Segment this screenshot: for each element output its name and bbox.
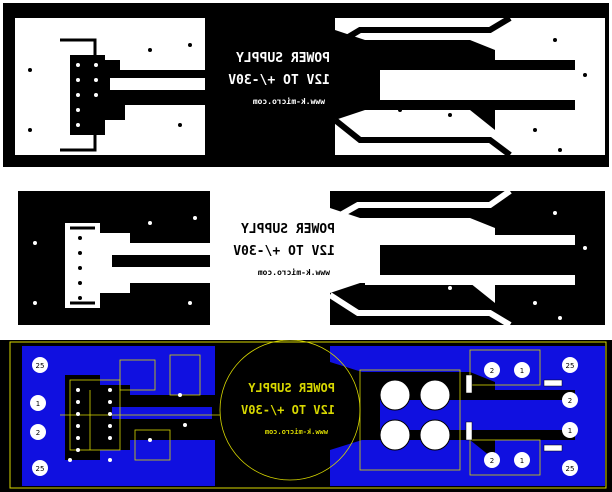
pad-label-3: 2 <box>490 367 494 375</box>
pad-label-2: 2 <box>36 429 40 437</box>
pcb-artwork-3: 1 2 2 1 2 1 2 1 25 25 25 25 <box>0 340 612 492</box>
label-line3-p2: www.k-micro.com <box>258 267 330 277</box>
label-line1-p2: POWER SUPPLY <box>241 222 335 237</box>
pcb-artwork-1: POWER SUPPLY 12V TO +/-30V www.k-micro.c… <box>3 3 609 167</box>
corner-label-3: 25 <box>566 362 575 370</box>
pad-label-7: 2 <box>568 397 572 405</box>
pad-label-1: 1 <box>36 400 40 408</box>
label-line3-p3: www.k-micro.com <box>265 428 328 436</box>
pcb-panel-solder-side: POWER SUPPLY 12V TO +/-30V www.k-micro.c… <box>0 0 612 170</box>
label-line1-p1: POWER SUPPLY <box>236 51 330 66</box>
pcb-artwork-2: POWER SUPPLY 12V TO +/-30V www.k-micro.c… <box>0 183 612 333</box>
label-line2-p1: 12V TO +/-30V <box>228 73 330 88</box>
pcb-panel-layout-view: 1 2 2 1 2 1 2 1 25 25 25 25 <box>0 340 612 492</box>
pcb-panel-copper-inverted: POWER SUPPLY 12V TO +/-30V www.k-micro.c… <box>0 183 612 333</box>
pad-label-6: 1 <box>520 457 524 465</box>
corner-label-4: 25 <box>566 465 575 473</box>
label-line2-p3: 12V TO +/-30V <box>241 403 335 417</box>
pad-label-8: 1 <box>568 427 572 435</box>
pad-label-4: 1 <box>520 367 524 375</box>
pad-label-5: 2 <box>490 457 494 465</box>
corner-label-1: 25 <box>36 362 45 370</box>
label-line3-p1: www.k-micro.com <box>253 96 325 106</box>
label-line1-p3: POWER SUPPLY <box>248 381 335 395</box>
corner-label-2: 25 <box>36 465 45 473</box>
label-line2-p2: 12V TO +/-30V <box>233 244 335 259</box>
